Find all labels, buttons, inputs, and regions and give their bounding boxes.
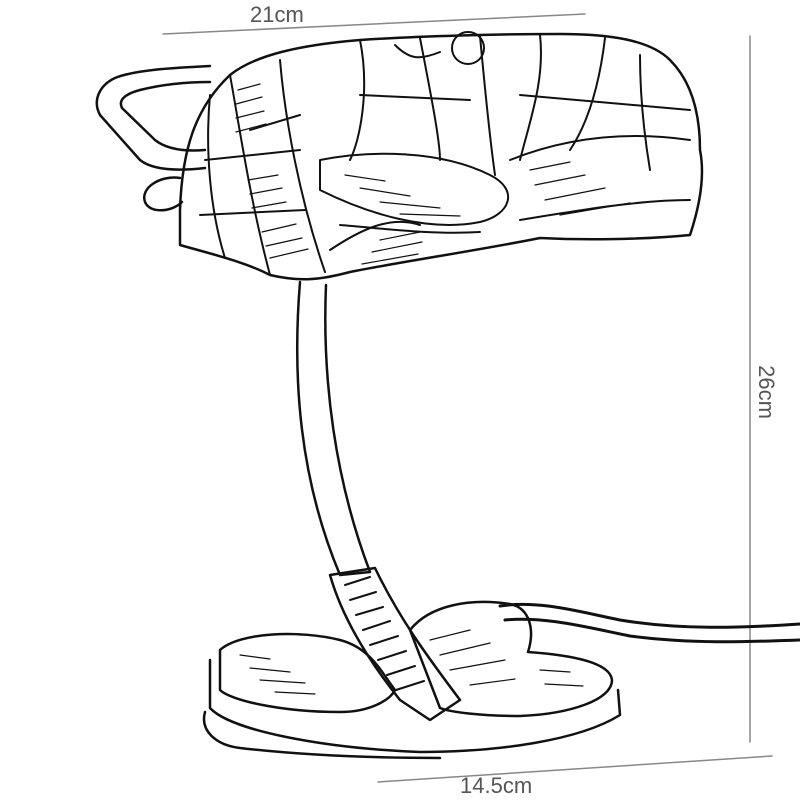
lamp-shade: [178, 32, 704, 281]
base-width-label: 14.5cm: [460, 773, 533, 798]
shade-width-label: 21cm: [250, 2, 304, 27]
shade-handle-inner: [119, 80, 212, 152]
shade-handle: [95, 64, 212, 171]
shade-clip: [143, 176, 184, 212]
shade-hatch: [235, 83, 631, 265]
coil-rings: [344, 576, 425, 691]
base-left-wing: [218, 632, 397, 714]
power-cord: [498, 602, 800, 644]
top-dimension-line: [162, 13, 586, 35]
shade-panels: [199, 31, 691, 276]
bottom-dimension-line: [377, 755, 773, 783]
height-label: 26cm: [754, 365, 779, 419]
base-right-wing: [408, 600, 614, 718]
lamp-stem: [295, 280, 372, 577]
dimension-lines: [162, 13, 773, 783]
base-plate: [208, 658, 622, 754]
base-hatch: [239, 629, 584, 695]
base-plate-lower: [202, 710, 442, 760]
